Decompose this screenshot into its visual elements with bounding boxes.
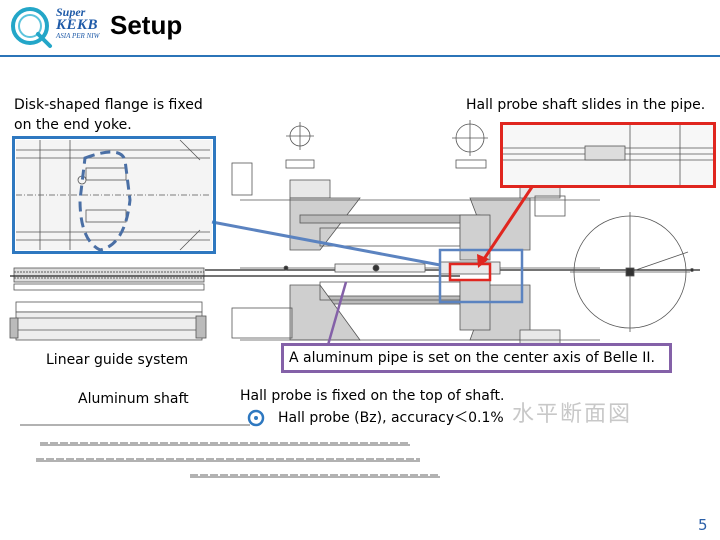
hall-accuracy-caption: Hall probe (Bz), accuracy＜0.1%: [278, 410, 504, 426]
flange-inset-drawing: [16, 139, 212, 251]
hall-fixed-caption: Hall probe is fixed on the top of shaft.: [240, 388, 505, 404]
flange-highlight-dashed: [78, 150, 132, 252]
probe-highlight-box: [448, 262, 492, 282]
flange-caption: Disk-shaped flange is fixed on the end y…: [14, 95, 203, 135]
flange-caption-line1: Disk-shaped flange is fixed: [14, 97, 203, 113]
shaft-inset-drawing: [503, 125, 713, 185]
drawing-section-label: 水平断面図: [512, 402, 633, 427]
circular-cross-section: [570, 212, 694, 332]
pipe-arrow: [326, 281, 348, 346]
shaft-panel: [500, 122, 716, 188]
pipe-caption: A aluminum pipe is set on the center axi…: [289, 350, 655, 366]
hall-probe-marker: [247, 409, 265, 427]
flange-highlight-box: [438, 248, 524, 304]
logo-super: Super: [56, 5, 86, 19]
linear-guide-drawing: [9, 267, 460, 341]
logo-tagline: ASIA PER NIW: [56, 32, 100, 40]
flange-arrow: [211, 220, 441, 267]
shaft-arrow: [480, 186, 534, 263]
page-number: 5: [698, 516, 708, 534]
flange-panel: [12, 136, 216, 254]
header-rule: [0, 55, 720, 57]
page-title: Setup: [110, 10, 183, 40]
flange-caption-line2: on the end yoke.: [14, 117, 132, 133]
logo-kekb: KEKB: [56, 17, 99, 33]
aluminum-shaft-drawing: [20, 424, 440, 478]
logo-wordmark: Super KEKB ASIA PER NIW: [56, 6, 99, 40]
aluminum-shaft-caption: Aluminum shaft: [78, 391, 189, 407]
belle-detector-drawing: [205, 162, 700, 349]
logo-q-icon: [11, 7, 52, 48]
linear-guide-caption: Linear guide system: [46, 352, 189, 368]
shaft-caption: Hall probe shaft slides in the pipe.: [466, 97, 706, 113]
superkekb-logo: Super KEKB ASIA PER NIW: [8, 4, 104, 50]
pipe-caption-box: A aluminum pipe is set on the center axi…: [281, 343, 672, 373]
bolt-circle-symbols: [285, 120, 488, 169]
